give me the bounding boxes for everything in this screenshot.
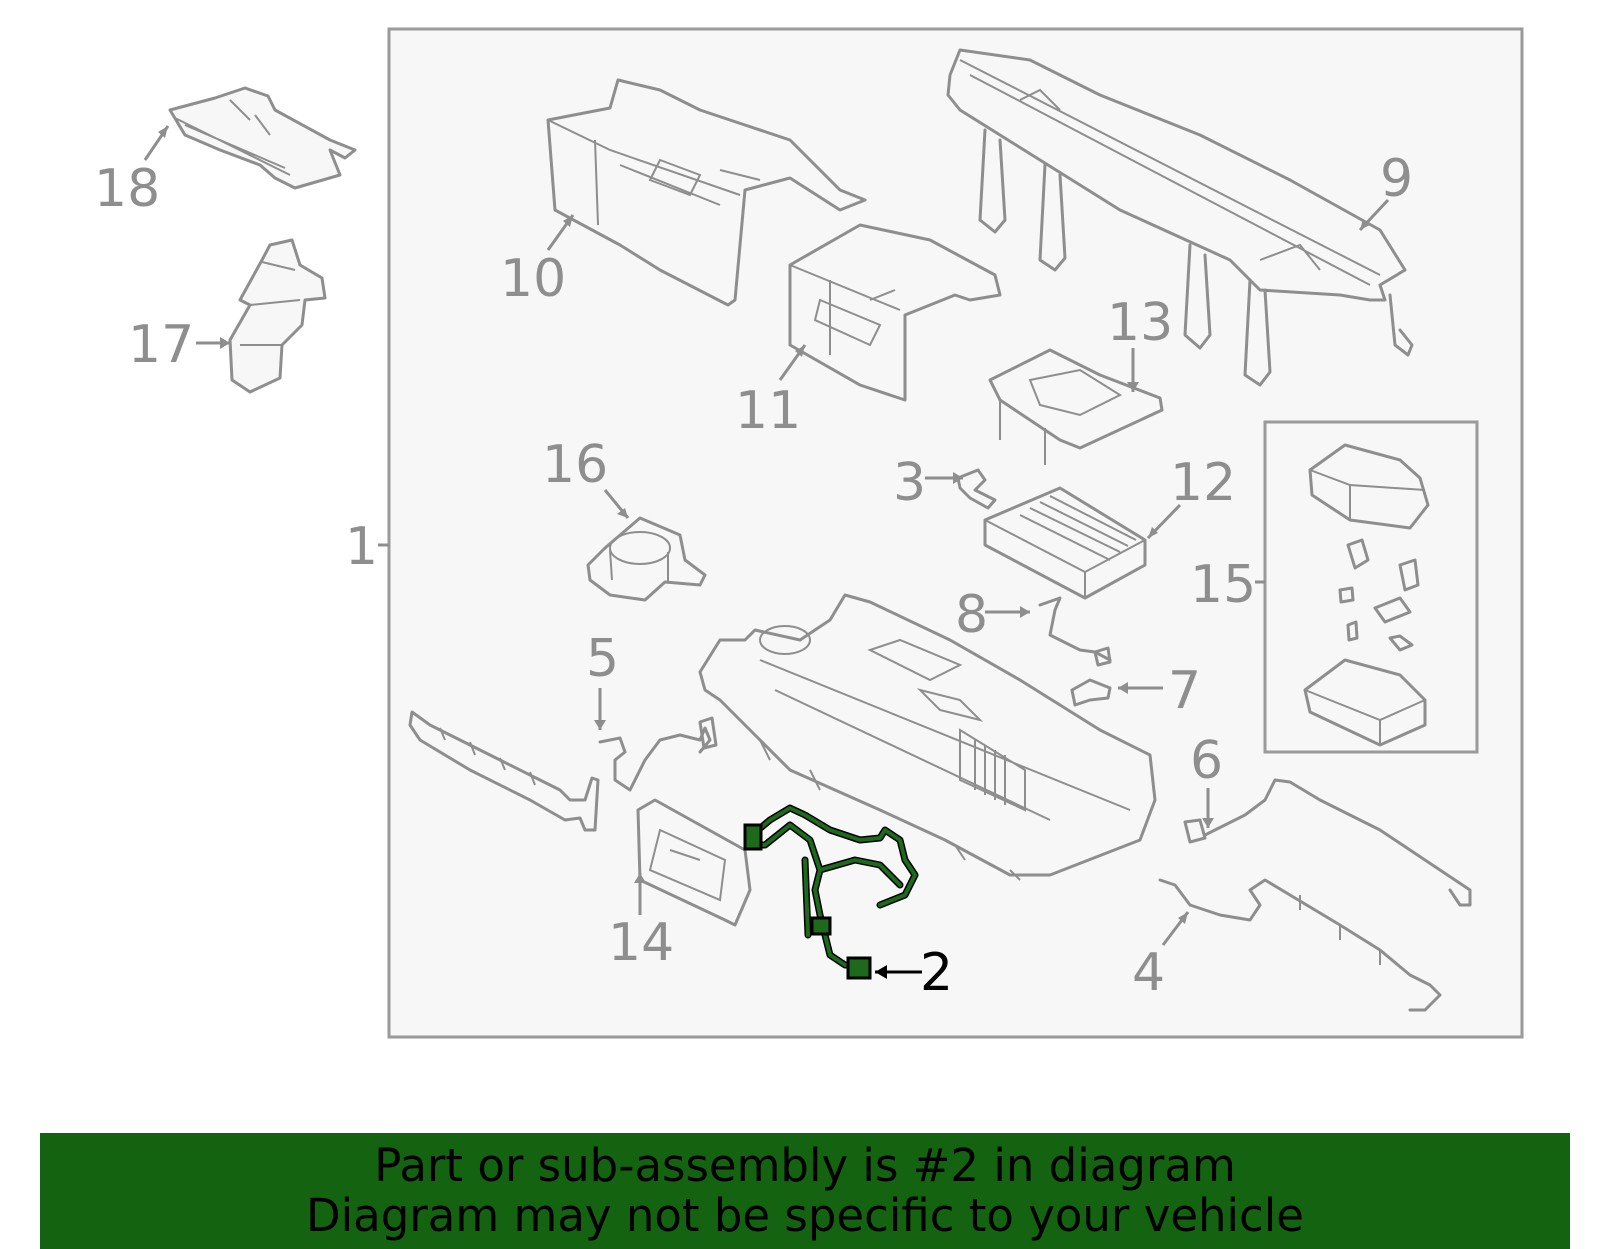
part-4-harness[interactable] — [1158, 878, 1442, 1012]
part-13-bracket[interactable] — [988, 348, 1164, 465]
callout-3: 3 — [893, 453, 926, 513]
banner-line-1: Part or sub-assembly is #2 in diagram — [374, 1139, 1236, 1192]
part-6-harness[interactable] — [1183, 778, 1472, 907]
callout-2: 2 — [920, 943, 953, 1003]
callout-7: 7 — [1168, 661, 1201, 721]
part-2-wiring-harness[interactable] — [743, 804, 919, 980]
part-rail-left[interactable] — [408, 710, 600, 832]
callout-11: 11 — [735, 381, 801, 441]
callout-16: 16 — [542, 435, 608, 495]
part-14-bracket[interactable] — [636, 798, 752, 927]
part-11-cover[interactable] — [788, 223, 1002, 402]
callout-10: 10 — [500, 249, 566, 309]
callout-8: 8 — [955, 585, 988, 645]
callout-12: 12 — [1170, 453, 1236, 513]
callout-4: 4 — [1132, 943, 1165, 1003]
leader-lines — [143, 125, 1390, 979]
callout-18: 18 — [94, 159, 160, 219]
part-10-cover[interactable] — [546, 78, 867, 307]
part-battery-tray[interactable] — [698, 593, 1157, 881]
part-7-clip[interactable] — [1070, 678, 1112, 707]
part-3-clip[interactable] — [956, 468, 997, 510]
callout-15: 15 — [1190, 555, 1256, 615]
part-16-blower[interactable] — [586, 516, 707, 602]
banner-line-2: Diagram may not be specific to your vehi… — [306, 1189, 1304, 1242]
callout-1: 1 — [345, 517, 378, 577]
callout-labels: 18 17 10 11 9 13 3 12 16 1 15 8 7 5 6 14… — [94, 149, 1413, 1003]
callout-6: 6 — [1190, 731, 1223, 791]
part-5-sensor-harness[interactable] — [598, 716, 718, 792]
callout-17: 17 — [128, 315, 194, 375]
callout-13: 13 — [1107, 293, 1173, 353]
callout-5: 5 — [586, 629, 619, 689]
callout-14: 14 — [608, 913, 674, 973]
part-12-module[interactable] — [983, 486, 1147, 600]
part-8-cable[interactable] — [1038, 596, 1112, 667]
part-17-duct[interactable] — [228, 238, 327, 394]
part-15-fuse-box[interactable] — [1303, 443, 1430, 747]
callout-9: 9 — [1380, 149, 1413, 209]
part-info-banner: Part or sub-assembly is #2 in diagram Di… — [40, 1133, 1570, 1249]
part-18-bracket[interactable] — [168, 86, 357, 190]
part-9-crossmember[interactable] — [946, 48, 1414, 387]
